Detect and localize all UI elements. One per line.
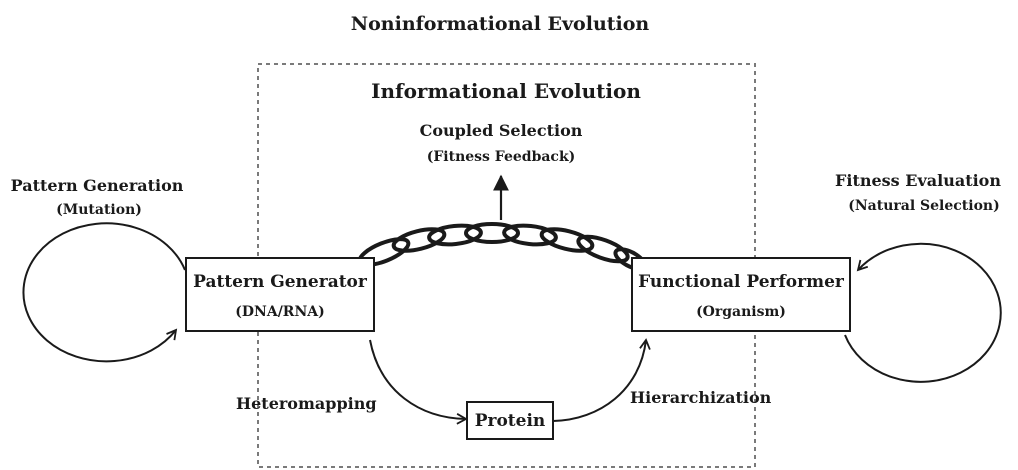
pattern-generator-box — [185, 257, 375, 332]
inner-title: Informational Evolution — [371, 79, 641, 103]
selection-cycle-arrow — [844, 242, 1002, 383]
pattern-generation-subtitle: (Mutation) — [56, 202, 142, 218]
hierarchization-label: Hierarchization — [630, 388, 772, 407]
coupled-selection-title: Coupled Selection — [420, 121, 583, 140]
heteromapping-arrow — [369, 339, 468, 425]
functional-performer-box — [631, 257, 851, 332]
chain-icon — [357, 222, 647, 271]
pattern-generation-title: Pattern Generation — [11, 176, 184, 195]
mutation-cycle-arrow — [22, 222, 186, 363]
coupled-selection-subtitle: (Fitness Feedback) — [427, 149, 576, 165]
hierarchization-arrow — [552, 338, 651, 422]
pattern-generator-title: Pattern Generator — [193, 272, 368, 292]
fitness-evaluation-title: Fitness Evaluation — [835, 171, 1001, 190]
protein-label: Protein — [475, 411, 546, 431]
functional-performer-title: Functional Performer — [638, 272, 845, 292]
fitness-evaluation-subtitle: (Natural Selection) — [848, 198, 999, 214]
outer-title: Noninformational Evolution — [351, 13, 650, 35]
functional-performer-subtitle: (Organism) — [696, 304, 786, 320]
protein-box — [466, 401, 554, 440]
heteromapping-label: Heteromapping — [236, 394, 377, 413]
pattern-generator-subtitle: (DNA/RNA) — [235, 304, 324, 320]
